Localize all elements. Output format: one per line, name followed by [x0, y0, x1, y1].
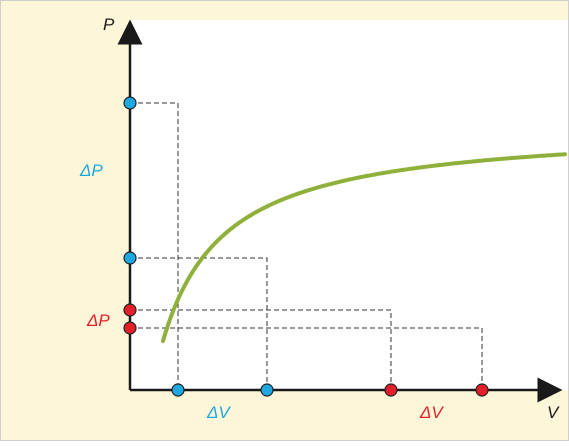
p-point-red-high [123, 303, 137, 317]
delta-p-blue-label: ΔP [79, 161, 103, 180]
v-point-blue-left [171, 383, 185, 397]
p-axis-label: P [103, 15, 115, 34]
guide-line-red-bottom [130, 327, 483, 390]
p-point-blue-low [123, 251, 137, 265]
plot-area [130, 20, 569, 390]
p-point-red-low [123, 321, 137, 335]
delta-p-red-label: ΔP [86, 311, 110, 330]
v-point-red-right [475, 383, 489, 397]
guide-line-red-top [130, 309, 392, 390]
delta-v-blue-label: ΔV [206, 403, 231, 422]
v-point-blue-right [260, 383, 274, 397]
delta-v-red-label: ΔV [419, 403, 444, 422]
v-axis-label: V [547, 403, 560, 422]
isotherm-curve [161, 152, 567, 343]
guide-line-blue-bottom [130, 257, 268, 390]
p-point-blue-high [123, 96, 137, 110]
v-point-red-left [384, 383, 398, 397]
guide-line-blue-top [130, 102, 179, 390]
